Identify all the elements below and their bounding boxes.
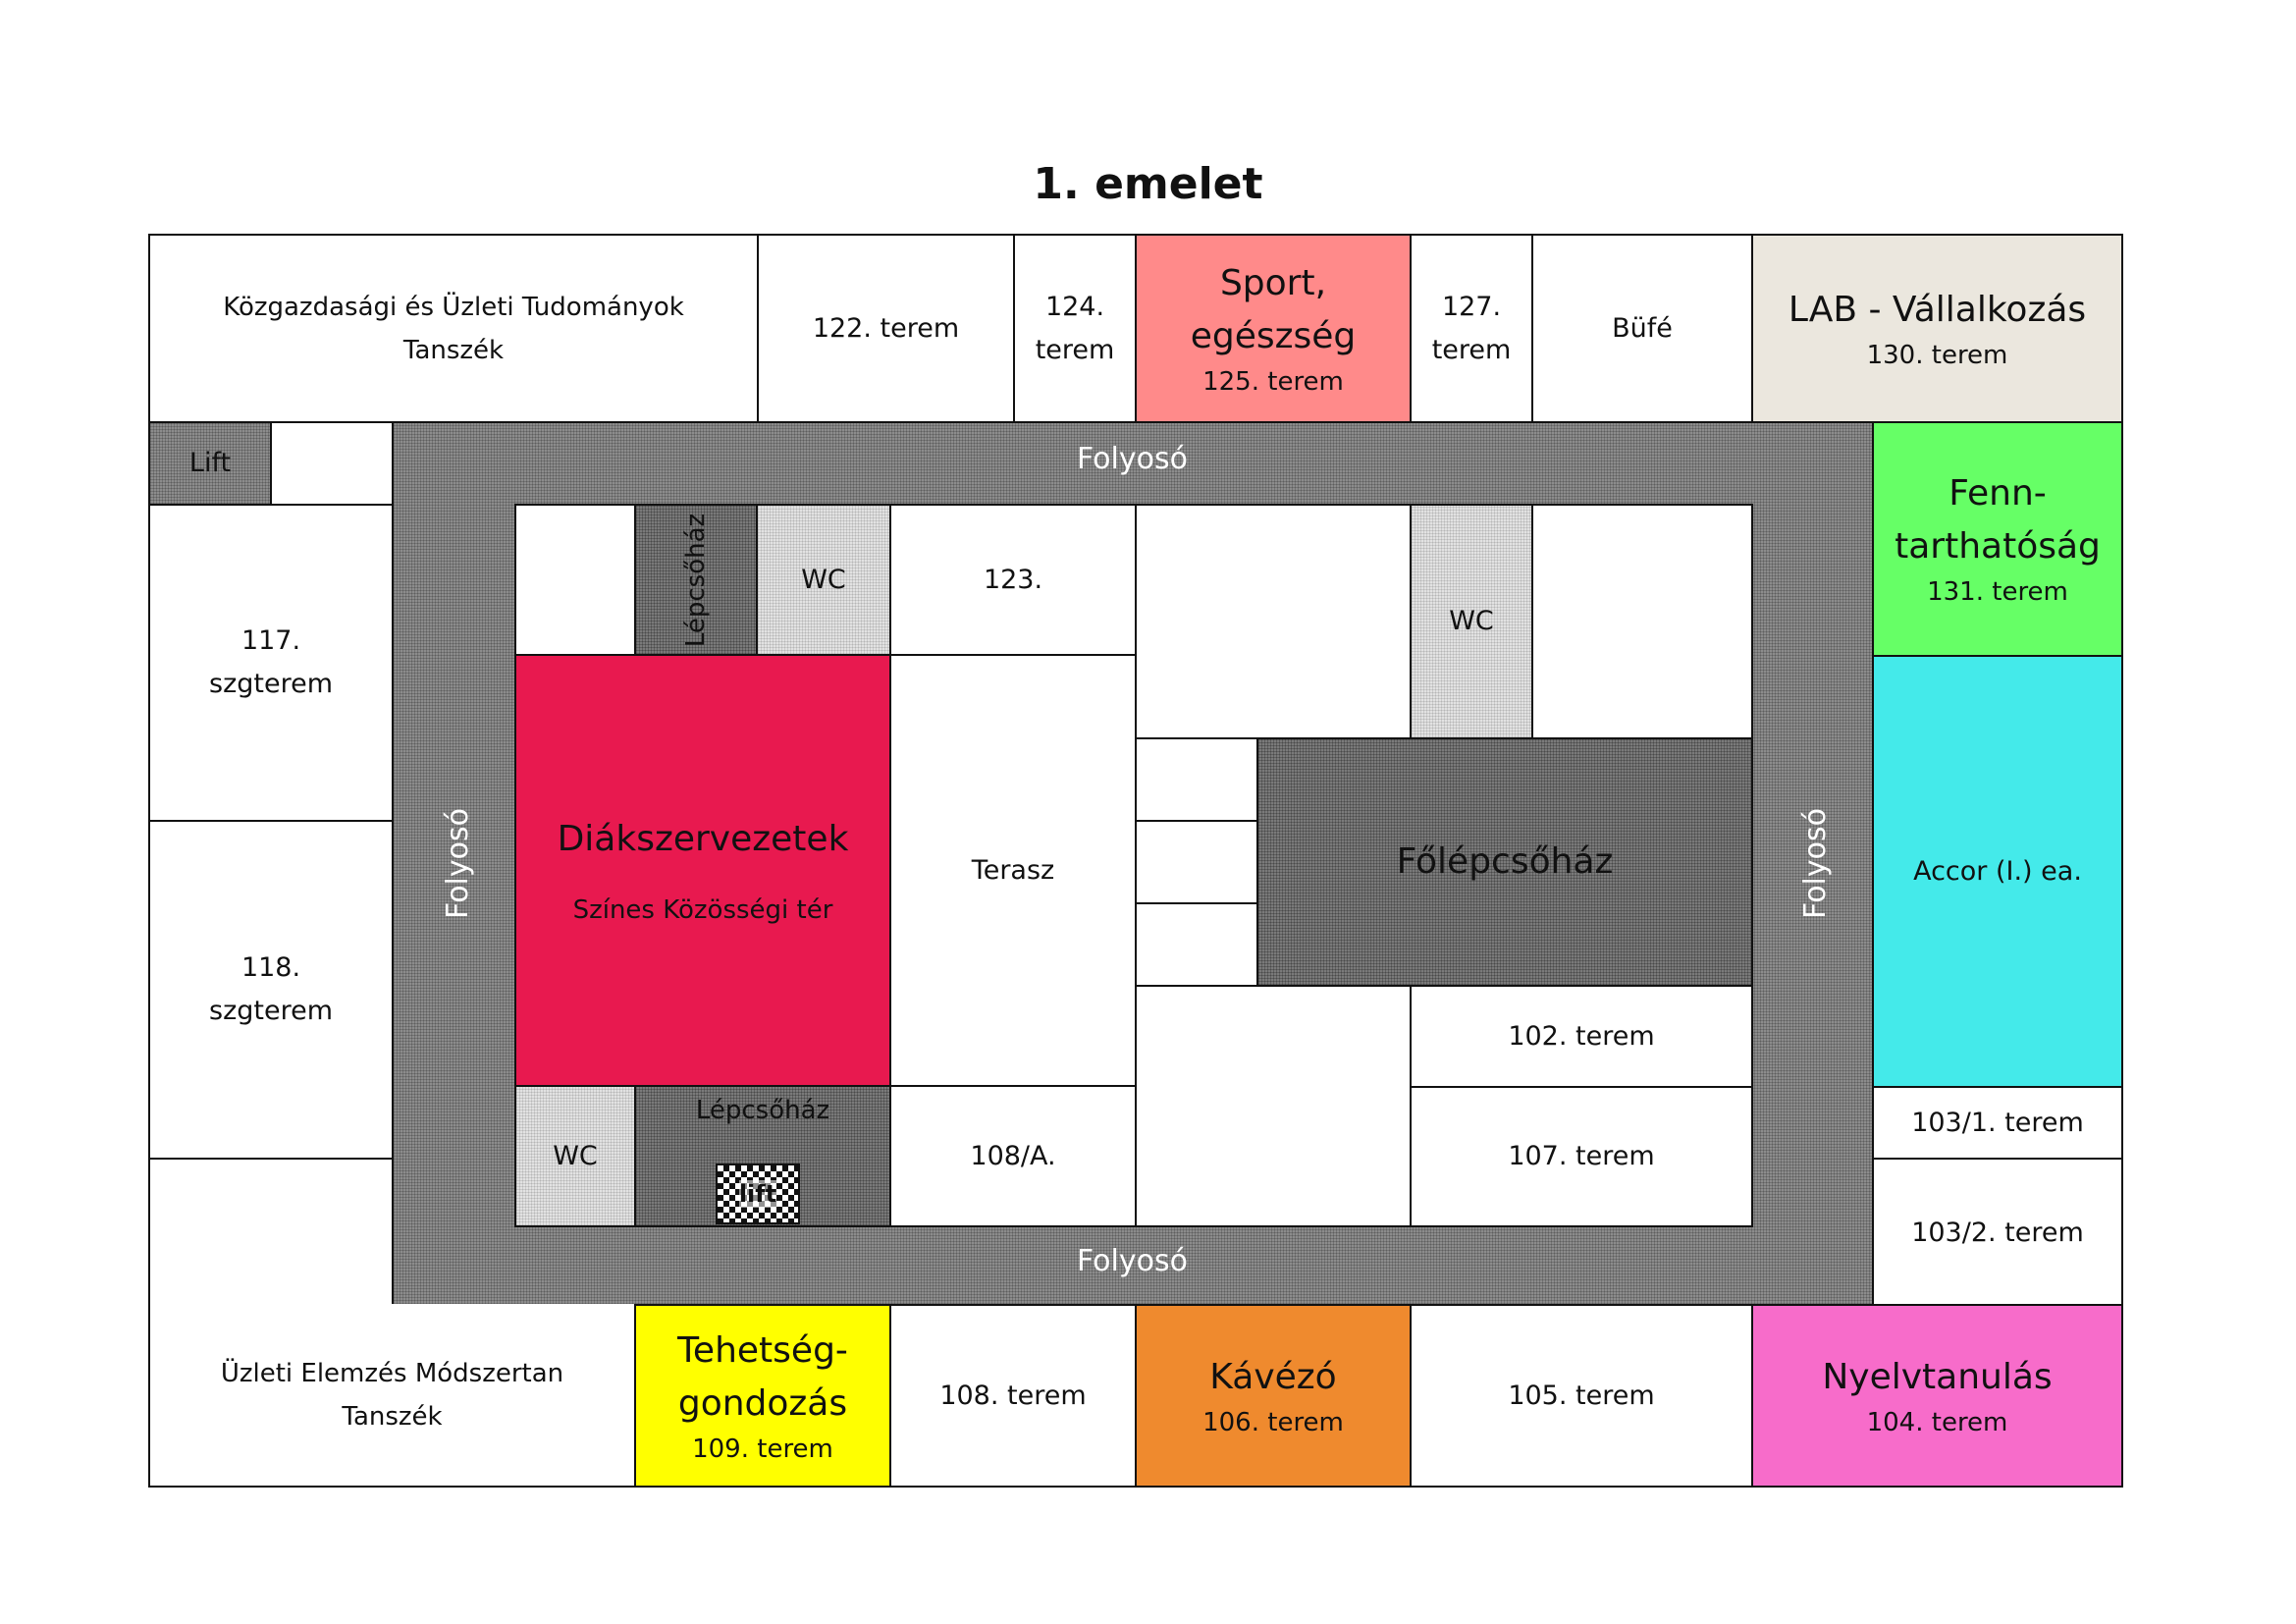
wc-top-right-label: WC: [1449, 606, 1494, 636]
room-127-line2: terem: [1431, 334, 1512, 365]
room-sport-number: 125. terem: [1202, 366, 1344, 397]
room-105[interactable]: 105. terem: [1410, 1304, 1753, 1488]
room-kozgazdasagi-tanszek[interactable]: Közgazdasági és Üzleti Tudományok Tanszé…: [148, 234, 759, 423]
room-103-1[interactable]: 103/1. terem: [1872, 1086, 2123, 1160]
room-118[interactable]: 118. szgterem: [148, 820, 394, 1160]
staircase-top[interactable]: Lépcsőház: [634, 504, 758, 656]
room-118-line1: 118.: [240, 952, 301, 983]
lift-icon-label: lift: [738, 1180, 777, 1208]
room-nyelv-label: Nyelvtanulás: [1822, 1356, 2053, 1397]
room-130-lab[interactable]: LAB - Vállalkozás 130. terem: [1751, 234, 2123, 423]
room-kozgazdasagi-line1: Közgazdasági és Üzleti Tudományok: [223, 292, 684, 322]
corridor-label-top: Folyosó: [1077, 442, 1188, 476]
room-bufe[interactable]: Büfé: [1531, 234, 1753, 423]
room-tehetseg-number: 109. terem: [692, 1434, 833, 1464]
staircase-top-label: Lépcsőház: [681, 513, 711, 647]
main-staircase-label: Főlépcsőház: [1396, 841, 1614, 882]
room-103-2-label: 103/2. terem: [1911, 1217, 2084, 1248]
room-117-line1: 117.: [240, 625, 301, 656]
room-uzleti-elemzes-upper: [148, 1158, 394, 1308]
room-109-tehetseg[interactable]: Tehetség- gondozás 109. terem: [634, 1304, 891, 1488]
room-105-label: 105. terem: [1508, 1380, 1655, 1411]
room-tehetseg-line2: gondozás: [677, 1382, 848, 1424]
room-inner-upper-mid: [1135, 504, 1412, 739]
room-125-sport[interactable]: Sport, egészség 125. terem: [1135, 234, 1412, 423]
room-124-line2: terem: [1035, 334, 1115, 365]
room-small-b: [1135, 820, 1258, 904]
corridor-label-left: Folyosó: [440, 808, 475, 919]
room-117[interactable]: 117. szgterem: [148, 504, 394, 822]
room-108a[interactable]: 108/A.: [889, 1085, 1137, 1227]
room-117-line2: szgterem: [209, 669, 333, 699]
lift-icon[interactable]: lift: [716, 1164, 800, 1224]
room-inner-upper-right: [1531, 504, 1753, 739]
room-127-line1: 127.: [1441, 291, 1502, 322]
room-lab-number: 130. terem: [1866, 340, 2008, 370]
room-inner-lower-mid: [1135, 985, 1412, 1227]
room-diak-sublabel: Színes Közösségi tér: [572, 894, 833, 925]
room-bufe-label: Büfé: [1612, 312, 1673, 344]
room-kavezo-number: 106. terem: [1202, 1407, 1344, 1437]
wc-bottom[interactable]: WC: [514, 1085, 636, 1227]
room-102-label: 102. terem: [1508, 1020, 1655, 1052]
room-123-label: 123.: [983, 564, 1043, 595]
room-accor-label: Accor (I.) ea.: [1913, 855, 2082, 887]
corridor-label-right: Folyosó: [1797, 808, 1833, 919]
room-106-kavezo[interactable]: Kávézó 106. terem: [1135, 1304, 1412, 1488]
room-127[interactable]: 127. terem: [1410, 234, 1533, 423]
wc-bottom-label: WC: [553, 1140, 598, 1171]
room-nyelv-number: 104. terem: [1866, 1407, 2008, 1437]
room-tehetseg-line1: Tehetség-: [677, 1329, 848, 1371]
staircase-bottom-label: Lépcsőház: [695, 1096, 830, 1125]
room-sport-line2: egészség: [1190, 315, 1357, 356]
room-sport-line1: Sport,: [1219, 262, 1327, 303]
room-accor[interactable]: Accor (I.) ea.: [1872, 655, 2123, 1088]
room-103-1-label: 103/1. terem: [1911, 1107, 2084, 1138]
room-small-a: [1135, 737, 1258, 822]
floor-title: 1. emelet: [1033, 159, 1263, 209]
wc-top-right[interactable]: WC: [1410, 504, 1533, 739]
room-124[interactable]: 124. terem: [1013, 234, 1137, 423]
corridor-label-bottom: Folyosó: [1077, 1244, 1188, 1278]
room-124-line1: 124.: [1044, 291, 1105, 322]
room-diak-label: Diákszervezetek: [557, 818, 849, 859]
room-104-nyelvtanulas[interactable]: Nyelvtanulás 104. terem: [1751, 1304, 2123, 1488]
room-108[interactable]: 108. terem: [889, 1304, 1137, 1488]
room-fenn-number: 131. terem: [1927, 577, 2068, 607]
room-lab-label: LAB - Vállalkozás: [1788, 289, 2087, 330]
room-103-2[interactable]: 103/2. terem: [1872, 1158, 2123, 1308]
lift-top[interactable]: Lift: [148, 421, 272, 506]
lift-top-label: Lift: [188, 448, 232, 478]
room-122-label: 122. terem: [812, 312, 960, 344]
room-102[interactable]: 102. terem: [1410, 985, 1753, 1088]
room-108a-label: 108/A.: [970, 1140, 1056, 1171]
room-107[interactable]: 107. terem: [1410, 1086, 1753, 1227]
room-kozgazdasagi-line2: Tanszék: [402, 335, 505, 365]
room-107-label: 107. terem: [1508, 1141, 1655, 1171]
room-lift-side: [270, 421, 394, 506]
room-terasz-label: Terasz: [971, 854, 1055, 886]
room-uzleti-line1: Üzleti Elemzés Módszertan: [220, 1358, 564, 1388]
main-staircase[interactable]: Főlépcsőház: [1256, 737, 1753, 987]
room-fenn-line2: tarthatóság: [1895, 526, 2101, 567]
room-fenn-line1: Fenn-: [1949, 473, 2047, 514]
room-122[interactable]: 122. terem: [757, 234, 1015, 423]
wc-top-left-label: WC: [801, 564, 846, 595]
room-uzleti-line2: Tanszék: [342, 1401, 443, 1432]
room-uzleti-elemzes-tanszek[interactable]: Üzleti Elemzés Módszertan Tanszék: [148, 1304, 636, 1488]
wc-top-left[interactable]: WC: [756, 504, 891, 656]
room-123[interactable]: 123.: [889, 504, 1137, 656]
room-diakszervezetek[interactable]: Diákszervezetek Színes Közösségi tér: [514, 654, 891, 1087]
room-131-fenntarthatosag[interactable]: Fenn- tarthatóság 131. terem: [1872, 421, 2123, 657]
room-118-line2: szgterem: [209, 996, 333, 1026]
room-kavezo-label: Kávézó: [1209, 1356, 1337, 1397]
room-small-c: [1135, 902, 1258, 987]
room-terasz[interactable]: Terasz: [889, 654, 1137, 1087]
room-108-label: 108. terem: [939, 1380, 1087, 1411]
room-inner-small: [514, 504, 636, 656]
